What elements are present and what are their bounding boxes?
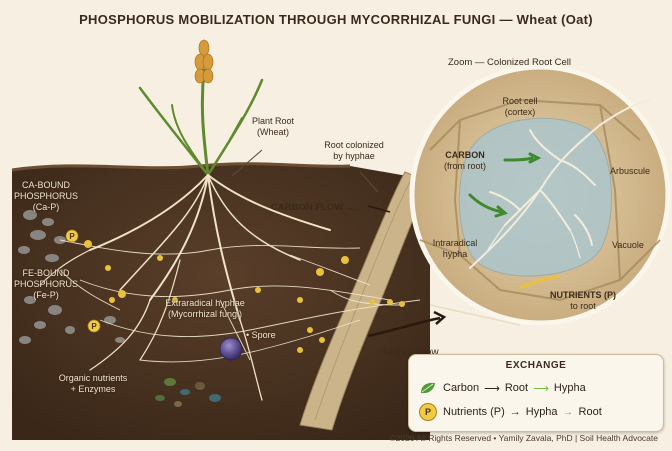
- spore-label: • Spore: [246, 330, 276, 341]
- copyright-footer: ©2026 All Rights Reserved • Yamily Zaval…: [0, 433, 672, 443]
- plant-root-label: Plant Root(Wheat): [238, 116, 308, 138]
- diagram-title: PHOSPHORUS MOBILIZATION THROUGH MYCORRHI…: [0, 12, 672, 27]
- phosphorus-badge-2: P: [88, 320, 100, 332]
- carbon-from-root-label: CARBON(from root): [428, 150, 502, 172]
- root-cell-label: Root cell(cortex): [490, 96, 550, 118]
- arrow-icon: ⟶: [484, 382, 500, 395]
- leaf-icon: [419, 381, 437, 395]
- extraradical-hyphae-label: Extraradical hyphae(Mycorrhizal fungi): [150, 298, 260, 320]
- arrow-icon: ⟶: [533, 382, 549, 395]
- arrow-icon: →: [563, 406, 574, 418]
- legend-heading: EXCHANGE: [409, 360, 663, 371]
- vacuole-label: Vacuole: [612, 240, 644, 251]
- phosphorus-badge-icon: P: [419, 403, 437, 421]
- legend-row-carbon: Carbon ⟶ Root ⟶ Hypha: [419, 380, 586, 396]
- legend-row-nutrients: P Nutrients (P) → Hypha → Root: [419, 404, 602, 420]
- phosphorus-badge-1: P: [66, 230, 78, 242]
- arbuscule-label: Arbuscule: [610, 166, 650, 177]
- svg-text:P: P: [91, 322, 97, 331]
- zoom-label: Zoom — Colonized Root Cell: [448, 57, 571, 68]
- carbon-flow-label: CARBON FLOW →: [271, 202, 355, 213]
- svg-text:P: P: [69, 232, 75, 241]
- exchange-legend: EXCHANGE Carbon ⟶ Root ⟶ Hypha P Nutrien…: [408, 354, 664, 432]
- organic-nutrients-label: Organic nutrients+ Enzymes: [38, 373, 148, 395]
- arrow-icon: →: [510, 406, 521, 418]
- spore: [220, 338, 242, 360]
- nutrients-to-root-label: NUTRIENTS (P)to root: [540, 290, 626, 312]
